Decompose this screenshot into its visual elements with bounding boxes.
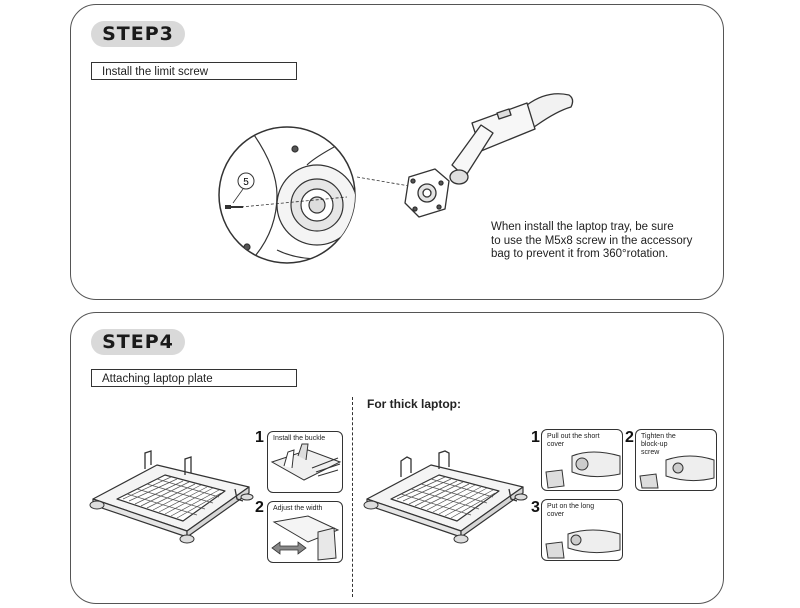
left-step1-number: 1 [255, 429, 264, 446]
right-inset2-caption-line2: block-up [641, 441, 668, 448]
laptop-tray-thick-illustration [363, 450, 528, 544]
thick-laptop-label: For thick laptop: [367, 397, 461, 411]
right-inset1-caption-line1: Pull out the short [547, 433, 600, 440]
right-step2-number: 2 [625, 429, 634, 446]
adjust-width-illustration [271, 515, 340, 561]
left-step2-number: 2 [255, 499, 264, 516]
pull-short-cover-illustration [545, 451, 621, 489]
double-arrow-icon [271, 541, 307, 555]
right-inset3-caption-line2: cover [547, 511, 565, 518]
put-long-cover-illustration [545, 529, 621, 559]
step3-panel: STEP3 Install the limit screw 5 [70, 4, 724, 300]
right-inset2-caption-line1: Tighten the [641, 433, 676, 440]
step4-badge: STEP4 [91, 329, 185, 355]
right-step3-number: 3 [531, 499, 540, 516]
left-inset1-caption: Install the buckle [273, 435, 326, 442]
right-inset-tighten-screw: Tighten the block-up screw [635, 429, 717, 491]
section-divider [352, 397, 353, 597]
right-inset-put-long-cover: Put on the long cover [541, 499, 623, 561]
right-step1-number: 1 [531, 429, 540, 446]
step3-badge: STEP3 [91, 21, 185, 47]
step4-subtitle: Attaching laptop plate [91, 369, 297, 387]
tighten-screw-illustration [639, 455, 715, 489]
install-buckle-illustration [270, 443, 342, 481]
screw-callout-number: 5 [243, 177, 249, 188]
vesa-plate-closeup-illustration: 5 [218, 126, 356, 264]
right-inset-pull-short-cover: Pull out the short cover [541, 429, 623, 491]
step4-panel: STEP4 Attaching laptop plate [70, 312, 724, 604]
left-inset-adjust-width: Adjust the width [267, 501, 343, 563]
right-inset1-caption-line2: cover [547, 441, 565, 448]
step3-subtitle: Install the limit screw [91, 62, 297, 80]
right-inset3-caption-line1: Put on the long [547, 503, 595, 510]
left-inset2-caption: Adjust the width [273, 505, 323, 512]
note-line-1: When install the laptop tray, be sure [491, 221, 674, 233]
monitor-arm-illustration [404, 93, 574, 218]
note-line-2: to use the M5x8 screw in the accessory [491, 234, 693, 247]
right-inset2-caption-line3: screw [641, 449, 660, 456]
laptop-tray-illustration [89, 450, 254, 544]
step3-note: When install the laptop tray, be sure to… [491, 221, 721, 262]
note-line-3: bag to prevent it from 360°rotation. [491, 248, 669, 260]
left-inset-install-buckle: Install the buckle [267, 431, 343, 493]
